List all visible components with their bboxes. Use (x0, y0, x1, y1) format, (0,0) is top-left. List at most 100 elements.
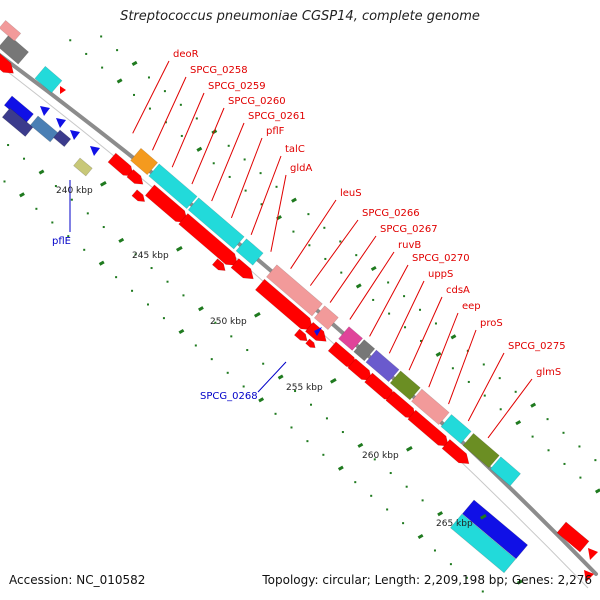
callout-line (388, 280, 425, 354)
callout-line (487, 378, 533, 439)
tick-dot (516, 579, 523, 585)
gene-label-gldA: gldA (290, 163, 312, 174)
gene-label-pflF: pflF (266, 126, 285, 137)
cds-arrow-small (588, 548, 598, 560)
tick-dot (7, 144, 10, 147)
tick-dot (294, 390, 297, 393)
tick-dot (182, 294, 185, 297)
tick-dot (467, 380, 470, 383)
callout-line (211, 122, 245, 202)
cds-arrow-small (293, 328, 308, 342)
tick-dot (499, 408, 502, 411)
tick-dot (166, 280, 169, 283)
callout-line (329, 235, 377, 303)
cds-block (556, 521, 590, 553)
tick-dot (515, 420, 522, 426)
tick-dot (308, 244, 311, 247)
tick-dot (481, 590, 484, 593)
tick-dot (164, 121, 167, 124)
gene-label-talC: talC (285, 144, 305, 155)
gene-block-leuS (266, 264, 323, 317)
tick-dot (246, 349, 249, 352)
cds-arrow (254, 278, 314, 331)
tick-dot (85, 52, 88, 55)
callout-line (257, 361, 287, 393)
tick-dot (403, 295, 406, 298)
gene-block-deoR (130, 147, 159, 176)
tick-dot (195, 117, 198, 120)
tick-dot (38, 169, 45, 175)
tick-dot (3, 180, 6, 183)
tick-dot (373, 458, 376, 461)
tick-dot (292, 230, 295, 233)
tick-dot (547, 449, 550, 452)
callout-line (448, 329, 477, 405)
gene-label-leuS: leuS (340, 188, 362, 199)
gene-label-SPCG_0259: SPCG_0259 (208, 81, 266, 92)
tick-dot (69, 39, 72, 42)
tick-dot (421, 499, 424, 502)
tick-dot (325, 417, 328, 420)
tick-dot (19, 192, 25, 198)
tick-dot (134, 253, 137, 256)
cds-arrow (441, 438, 470, 465)
scale-tick (100, 181, 107, 187)
tick-dot (402, 522, 405, 525)
callout-line (171, 92, 205, 168)
tick-dot (341, 431, 344, 434)
tick-dot (451, 367, 454, 370)
tick-dot (98, 260, 105, 266)
tick-dot (388, 312, 391, 315)
tick-dot (355, 283, 362, 289)
gene-label-SPCG_0260: SPCG_0260 (228, 96, 286, 107)
tick-dot (178, 328, 185, 335)
feature-labels: deoRSPCG_0258SPCG_0259SPCG_0260SPCG_0261… (52, 49, 566, 439)
scale-label: 255 kbp (286, 383, 323, 393)
callout-line (230, 137, 263, 219)
callout-line (467, 352, 505, 422)
reverse-gene-khaki (73, 157, 93, 177)
gene-label-cdsA: cdsA (446, 285, 470, 296)
tick-marks (3, 35, 600, 593)
tick-dot (275, 185, 278, 188)
gene-label-glmS: glmS (536, 367, 561, 378)
gene-label-SPCG_0268: SPCG_0268 (200, 391, 258, 402)
cds-arrow (178, 213, 239, 266)
gene-block-talC (235, 238, 264, 266)
tick-dot (433, 549, 436, 552)
tick-dot (404, 326, 407, 329)
cds-arrow-small (305, 338, 316, 349)
callout-line (349, 251, 395, 320)
tick-dot (260, 203, 263, 206)
tick-dot (147, 76, 150, 79)
tick-dot (51, 221, 54, 224)
tick-dot (146, 303, 149, 306)
tick-dot (291, 197, 297, 203)
gene-label-SPCG_0267: SPCG_0267 (380, 224, 438, 235)
tick-dot (483, 394, 486, 397)
callout-line (270, 174, 287, 252)
gene-label-pflE: pflE (52, 236, 71, 247)
tick-dot (277, 374, 284, 380)
tick-dot (230, 335, 233, 338)
feature-tracks (0, 19, 598, 582)
scale-tick (176, 246, 183, 252)
gene-block-pflF (187, 197, 245, 250)
gene-block-olive (389, 370, 421, 401)
cds-arrow-small (584, 570, 594, 582)
tick-dot (150, 267, 153, 270)
tick-dot (372, 298, 375, 301)
gene-block-cyan (34, 65, 63, 94)
tick-dot (162, 317, 165, 320)
tick-dot (227, 144, 230, 147)
accession-text: Accession: NC_010582 (9, 573, 146, 587)
tick-dot (228, 175, 231, 178)
tick-dot (115, 276, 118, 279)
gene-label-ruvB: ruvB (398, 240, 421, 251)
gene-label-eep: eep (462, 301, 481, 312)
scale-label: 260 kbp (362, 451, 399, 461)
tick-dot (133, 93, 136, 96)
gene-block-cyan (148, 163, 198, 210)
tick-dot (578, 445, 581, 448)
